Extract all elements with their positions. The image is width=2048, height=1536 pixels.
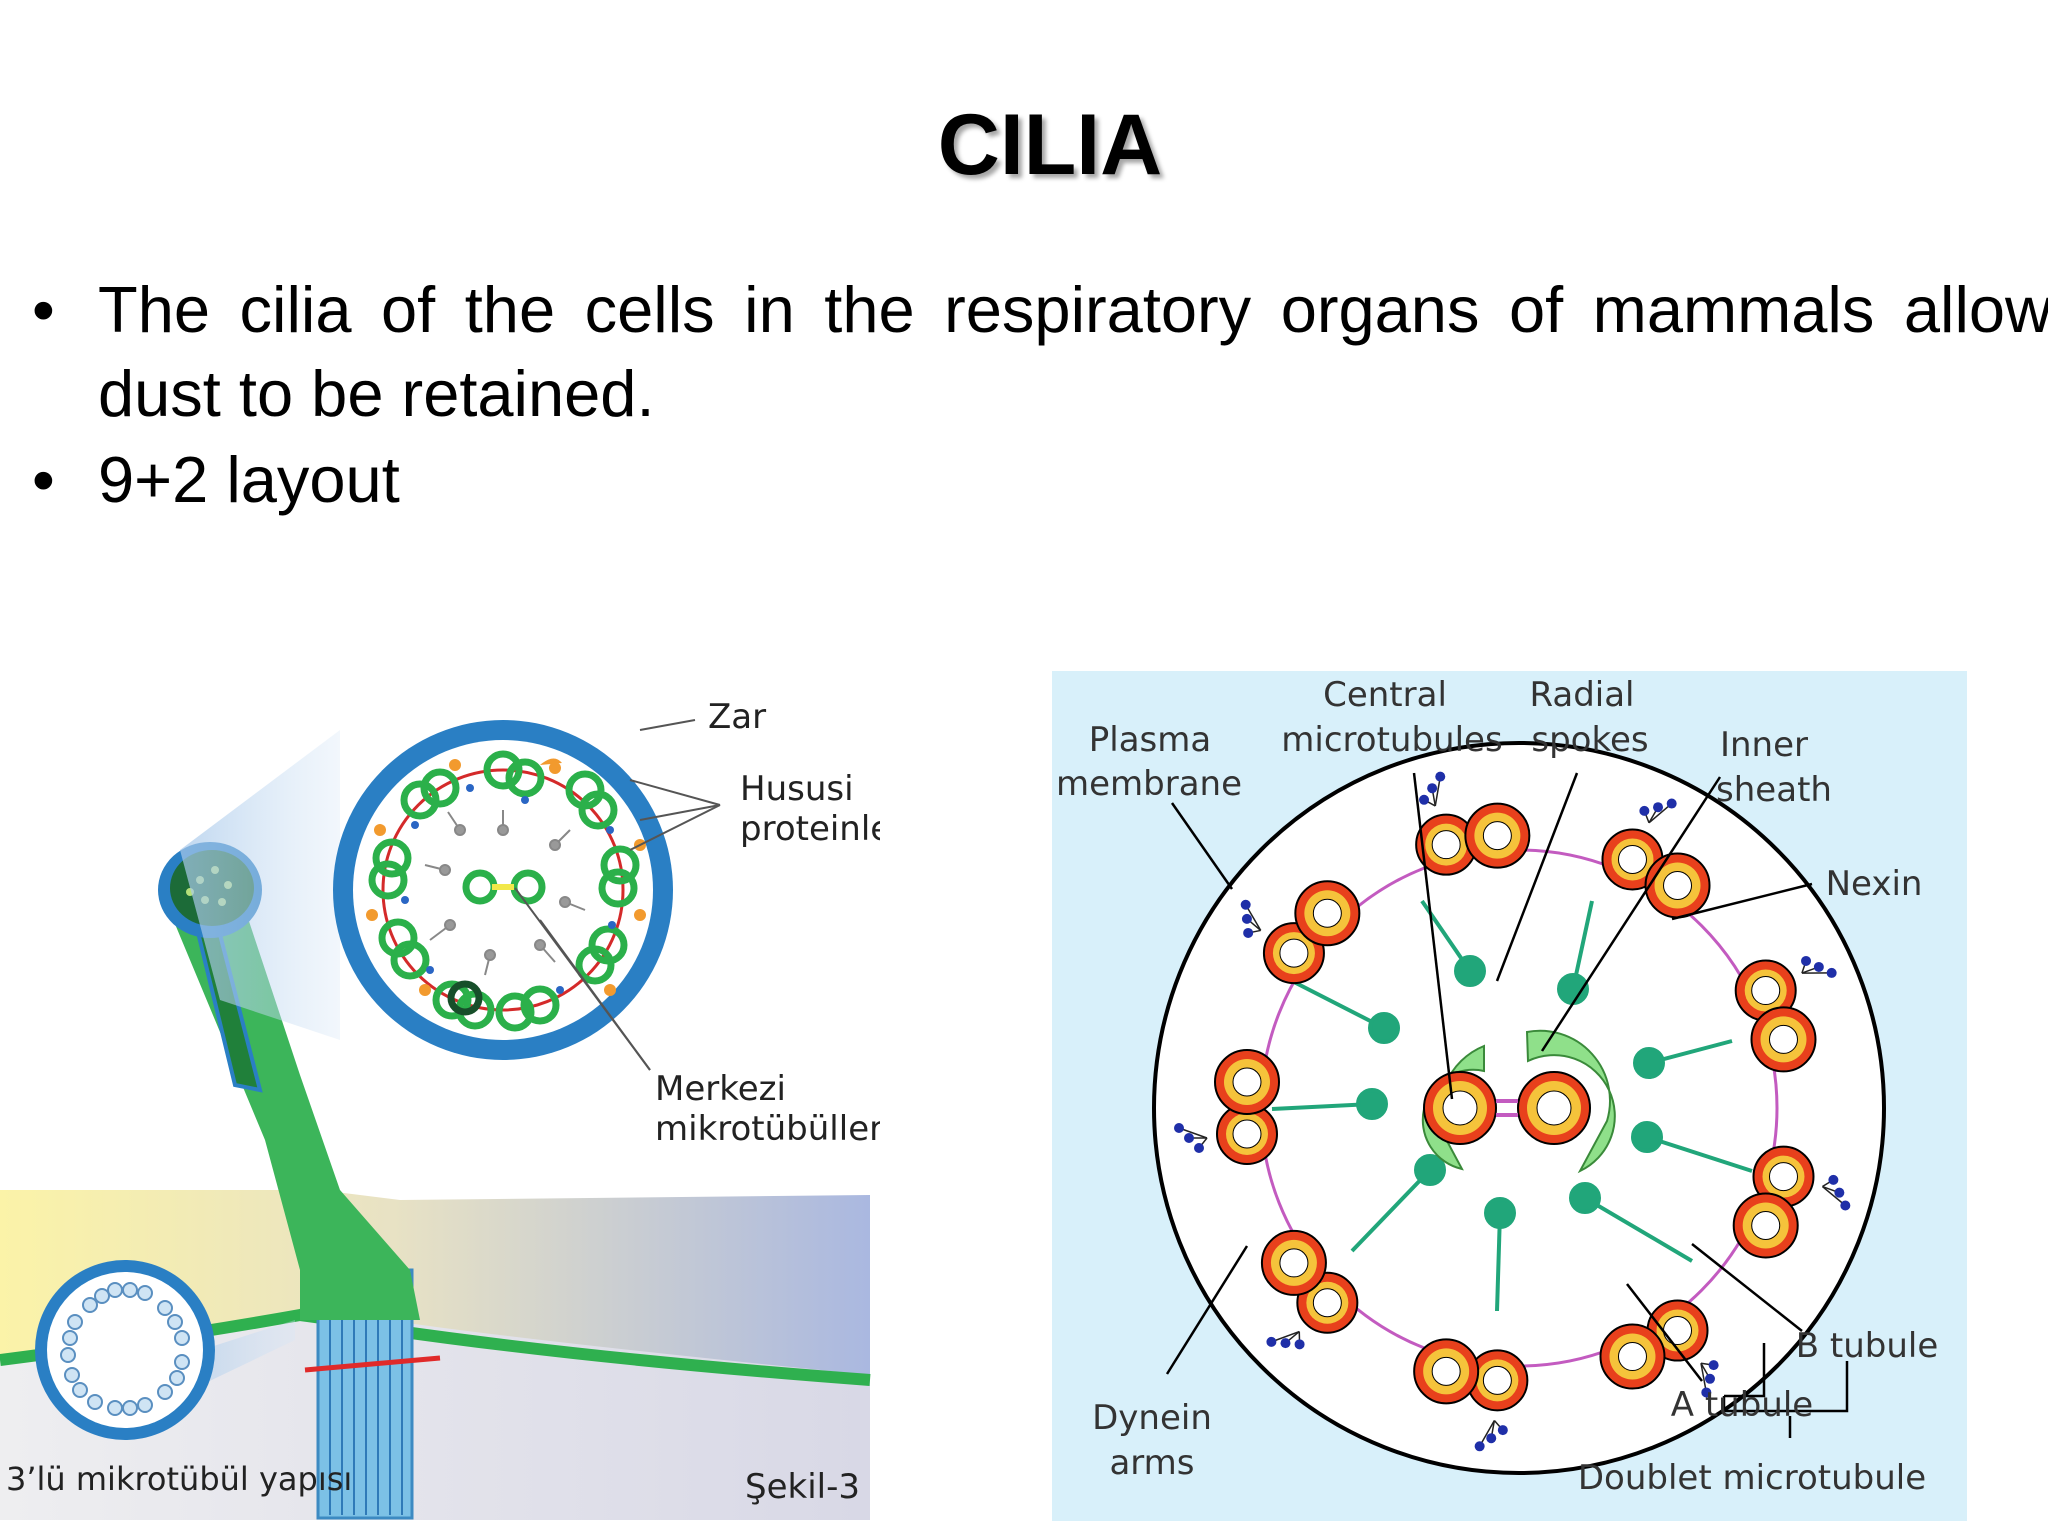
label-zar: Zar	[708, 697, 766, 737]
bullet-item: • 9+2 layout	[22, 438, 2048, 522]
slide-title: CILIA	[937, 97, 1163, 193]
label-dynein: Dynein	[1092, 1398, 1212, 1438]
bullet-dot: •	[32, 273, 55, 346]
label-radial: Radial	[1529, 675, 1634, 715]
label-merkezi: Merkezi	[655, 1069, 786, 1109]
label-microtubules: microtubules	[1281, 720, 1502, 760]
cilium-illustration: Zar Hususi proteinler Merkezi mikrotübül…	[0, 697, 880, 1520]
label-b-tubule: B tubule	[1796, 1326, 1939, 1366]
label-a-tubule: A tubule	[1671, 1385, 1813, 1425]
label-sheath: sheath	[1716, 770, 1832, 810]
triplet-cross-section	[35, 1260, 215, 1440]
doublet-microtubule	[1599, 1299, 1719, 1398]
bullet-list: • The cilia of the cells in the respirat…	[22, 268, 2048, 522]
label-spokes: spokes	[1531, 720, 1648, 760]
bullet-item: • The cilia of the cells in the respirat…	[22, 268, 2048, 436]
doublet-microtubule	[1240, 880, 1361, 985]
radial-spokes	[1271, 899, 1753, 1312]
doublet-microtubule	[1415, 771, 1531, 876]
central-microtubules	[1423, 1071, 1591, 1145]
doublet-ring	[1174, 771, 1851, 1452]
doublet-microtubule	[1260, 1229, 1359, 1350]
leader-lines	[1165, 772, 1849, 1438]
label-inner: Inner	[1720, 725, 1808, 765]
label-plasma: Plasma	[1089, 720, 1211, 760]
doublet-microtubule	[1734, 955, 1837, 1073]
cilium-cross-section-zoom	[333, 720, 673, 1060]
doublet-microtubule	[1732, 1145, 1851, 1259]
figure-caption: Şekil-3	[745, 1467, 860, 1507]
bullet-text: The cilia of the cells in the respirator…	[98, 273, 2048, 430]
bullet-dot: •	[32, 443, 55, 516]
doublet-microtubule	[1413, 1338, 1529, 1452]
label-central: Central	[1323, 675, 1447, 715]
axoneme-diagram: Central microtubules Radial spokes Plasm…	[1052, 671, 1967, 1521]
label-nexin: Nexin	[1826, 864, 1923, 904]
label-proteinler: proteinler	[740, 809, 880, 849]
label-hususi: Hususi	[740, 769, 854, 809]
doublet-microtubule	[1601, 798, 1711, 919]
label-arms: arms	[1109, 1443, 1194, 1483]
label-mikrotubuller: mikrotübüller	[655, 1109, 880, 1149]
bullet-text: 9+2 layout	[98, 443, 400, 516]
doublet-microtubule	[1174, 1049, 1280, 1165]
label-triplet: 3’lü mikrotübül yapısı	[6, 1460, 352, 1498]
label-doublet: Doublet microtubule	[1578, 1458, 1926, 1498]
label-membrane: membrane	[1056, 764, 1242, 804]
